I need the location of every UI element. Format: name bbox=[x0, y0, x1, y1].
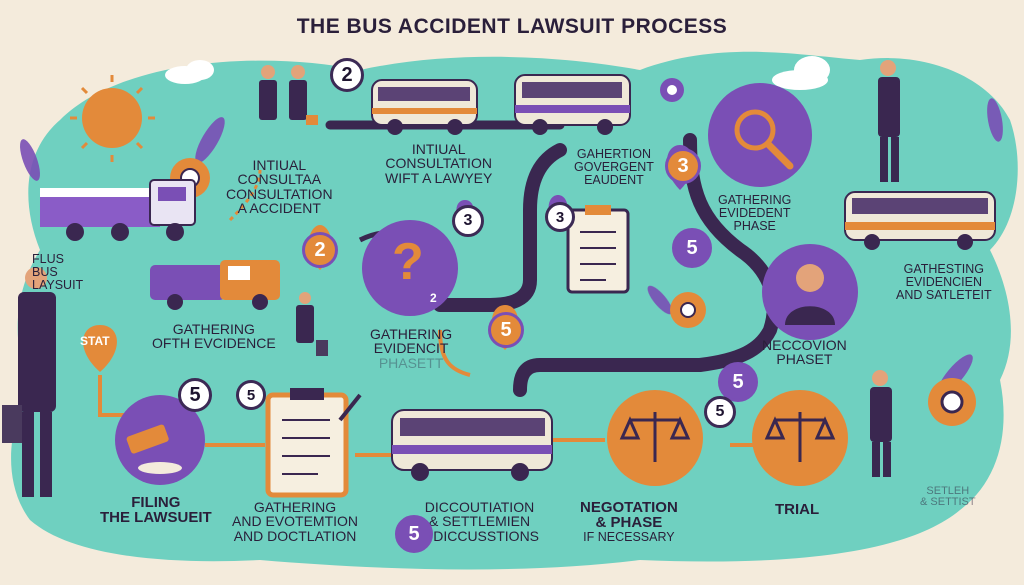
lawyer-icon bbox=[296, 292, 328, 356]
question-circle bbox=[362, 220, 458, 316]
label-line: WIFT A LAWYEY bbox=[385, 169, 493, 186]
step-number-badge: 2 bbox=[330, 58, 364, 92]
label-line: NEGOTATION bbox=[580, 499, 678, 516]
label-line: EAUDENT bbox=[584, 172, 644, 187]
label-line: TRIAL bbox=[775, 501, 820, 518]
clipboard-icon bbox=[265, 388, 362, 498]
label-line: DICCOUTIATION bbox=[424, 499, 535, 515]
bus-icon bbox=[844, 191, 996, 250]
bus-icon bbox=[371, 79, 478, 135]
label-line: GATHERING bbox=[370, 326, 453, 342]
route-line bbox=[438, 329, 471, 377]
step-label-filing: FILING THE LAWSUEIT bbox=[100, 495, 212, 526]
bus-icon bbox=[514, 74, 631, 135]
step-number-badge: 5 bbox=[704, 396, 736, 428]
label-line: & PHASE bbox=[595, 514, 663, 532]
road-path bbox=[433, 143, 567, 312]
flower-icon bbox=[928, 378, 976, 426]
bus-icon bbox=[391, 409, 553, 481]
label-line: GATHERING bbox=[172, 321, 255, 337]
clipboard-icon bbox=[566, 205, 630, 294]
label-line: GATHESTING bbox=[903, 262, 984, 276]
step-number-badge: 3 bbox=[665, 148, 701, 184]
stat-sign: STAT bbox=[80, 334, 110, 348]
step-label-trial: TRIAL bbox=[775, 501, 820, 518]
route-line bbox=[228, 169, 262, 222]
step-number-badge: 3 bbox=[452, 205, 484, 237]
step-label-gathesting: GATHESTING EVIDENCIEN AND SATLETEIT bbox=[896, 263, 992, 301]
lawyer-icon bbox=[870, 370, 892, 477]
label-line: BUS bbox=[32, 264, 58, 279]
step-number-badge: 5 bbox=[718, 362, 758, 402]
step-number-badge: 5 bbox=[178, 378, 212, 412]
label-line: GATHERING bbox=[718, 193, 792, 207]
step-label-gathering-evident: GATHERING EVIDEDENT PHASE bbox=[718, 194, 791, 232]
label-line: PHASETT bbox=[378, 354, 444, 371]
label-line: EVIDENCIT bbox=[373, 340, 449, 357]
route-line bbox=[98, 375, 125, 417]
label-line: AND SATLETEIT bbox=[896, 287, 992, 302]
lawyer-icon bbox=[2, 267, 56, 497]
step-number-badge: 5 bbox=[488, 312, 524, 348]
label-line: CONSULTATION bbox=[385, 155, 492, 172]
step-label-negotiation: NEGOTATION & PHASE IF NECESSARY bbox=[580, 500, 678, 543]
step-label-settlement: SETLEH & SETTIST bbox=[920, 485, 976, 509]
label-line: AND DOCTLATION bbox=[233, 527, 357, 544]
step-label-gathering-gov: GAHERTION GOVERGENT EAUDENT bbox=[574, 148, 654, 186]
sun-icon bbox=[82, 88, 142, 148]
label-line: THE LAWSUEIT bbox=[100, 509, 212, 527]
label-line: & DICCUSSTIONS bbox=[420, 527, 540, 544]
question-mark-icon: ? bbox=[392, 233, 424, 291]
truck-icon bbox=[150, 260, 280, 310]
label-line: FLUS bbox=[32, 252, 64, 266]
step-label-flus-bus: FLUS BUS LAYSUIT bbox=[32, 253, 83, 291]
label-line: & SETTLEMIEN bbox=[428, 513, 531, 530]
label-line: OFTH EVCIDENCE bbox=[152, 335, 276, 352]
label-line: PHASET bbox=[776, 351, 833, 368]
label-line: CONSULTATION bbox=[226, 185, 333, 202]
step-label-gathering-evidence: GATHERING OFTH EVCIDENCE bbox=[152, 322, 276, 351]
map-pin-icon bbox=[83, 325, 117, 372]
step-number-badge: 3 bbox=[545, 202, 575, 232]
truck-icon bbox=[40, 179, 196, 241]
label-line: IF NECESSARY bbox=[583, 529, 675, 544]
flower-icon bbox=[660, 78, 684, 102]
label-line: CONSULTAA bbox=[237, 171, 322, 188]
step-label-initial-consultation: INTIUAL CONSULTAA CONSULTATION A ACCIDEN… bbox=[226, 158, 333, 215]
label-line: INTIUAL bbox=[252, 157, 307, 173]
lawyer-icon bbox=[259, 65, 318, 125]
label-line: EVIDENCIEN bbox=[905, 274, 983, 289]
step-label-neccovion: NECCOVION PHASET bbox=[762, 338, 847, 367]
flower-icon bbox=[670, 292, 706, 328]
step-label-gathering-evidencit: GATHERING EVIDENCIT PHASETT bbox=[370, 327, 452, 370]
step-number-badge: 5 bbox=[236, 380, 266, 410]
label-line: SETLEH bbox=[926, 485, 970, 497]
step-label-dicco: DICCOUTIATION & SETTLEMIEN & DICCUSSTION… bbox=[420, 500, 539, 543]
step-number-badge: 5 bbox=[395, 515, 433, 553]
label-line: FILING bbox=[131, 494, 181, 511]
cloud-icon bbox=[772, 56, 830, 90]
label-line: NECCOVION bbox=[762, 337, 847, 353]
label-line: GATHERING bbox=[253, 499, 337, 515]
label-line: & SETTIST bbox=[920, 496, 976, 509]
label-line: EVIDEDENT bbox=[718, 205, 791, 220]
label-line: GAHERTION bbox=[576, 147, 651, 161]
step-number-badge: 5 bbox=[672, 228, 712, 268]
label-line: LAYSUIT bbox=[32, 277, 84, 292]
label-line: AND EVOTEMTION bbox=[232, 513, 359, 530]
road-path bbox=[513, 133, 781, 397]
label-line: A ACCIDENT bbox=[237, 199, 321, 216]
label-line: INTIUAL bbox=[411, 141, 466, 157]
label-line: PHASE bbox=[733, 218, 776, 233]
lawyer-icon bbox=[878, 60, 900, 182]
label-line: GOVERGENT bbox=[574, 159, 654, 174]
cloud-icon bbox=[165, 60, 214, 84]
page-title: THE BUS ACCIDENT LAWSUIT PROCESS bbox=[296, 15, 728, 38]
step-number-badge: 2 bbox=[302, 232, 338, 268]
step-label-gathering-docs: GATHERING AND EVOTEMTION AND DOCTLATION bbox=[232, 500, 358, 543]
question-sub-number: 2 bbox=[430, 291, 437, 305]
step-label-consultation-lawyer: INTIUAL CONSULTATION WIFT A LAWYEY bbox=[385, 142, 492, 185]
magnifier-icon bbox=[708, 83, 812, 187]
